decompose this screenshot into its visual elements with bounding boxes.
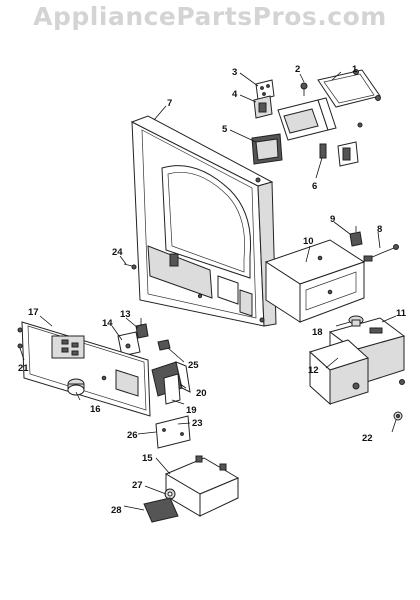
callout-5: 5	[222, 124, 228, 135]
callout-14: 14	[102, 318, 113, 329]
callout-18: 18	[312, 327, 323, 338]
part-22-nut	[393, 411, 403, 421]
part-18-bumper	[348, 315, 364, 327]
callout-24: 24	[112, 247, 123, 258]
site-watermark: AppliancePartsPros.com	[33, 2, 387, 31]
callout-21: 21	[18, 363, 29, 374]
callout-17: 17	[28, 307, 39, 318]
part-17-control-panel	[21, 321, 151, 417]
part-7-front-panel	[130, 115, 277, 327]
part-15-junction-box	[164, 455, 240, 517]
part-8-wire-harness	[363, 244, 399, 262]
callout-12: 12	[308, 365, 319, 376]
callout-28: 28	[111, 505, 122, 516]
callout-13: 13	[120, 309, 131, 320]
part-14-bracket	[117, 331, 141, 357]
callout-26: 26	[127, 430, 138, 441]
callout-4: 4	[232, 89, 238, 100]
part-1-access-plate	[317, 69, 381, 128]
part-25-connector	[157, 339, 171, 351]
callout-19: 19	[186, 405, 197, 416]
part-21-screws	[17, 327, 23, 349]
callout-22: 22	[362, 433, 373, 444]
part-28-cover-plate	[143, 497, 179, 523]
callout-15: 15	[142, 453, 153, 464]
callout-6: 6	[312, 181, 317, 192]
leader-lines	[19, 71, 397, 511]
part-16-knob	[67, 378, 85, 396]
part-4-hinge-bracket	[253, 95, 273, 119]
part-12-housing	[309, 339, 369, 406]
part-26-plate	[155, 415, 191, 449]
part-hinge-right	[337, 141, 359, 167]
callout-9: 9	[330, 214, 335, 225]
callout-23: 23	[192, 418, 203, 429]
callout-3: 3	[232, 67, 237, 78]
part-10-control-bracket	[264, 239, 366, 323]
callout-8: 8	[377, 224, 382, 235]
callout-11: 11	[396, 308, 407, 319]
part-6-hinge-housing	[277, 97, 337, 159]
part-3-hinge	[255, 79, 275, 101]
part-24-screw	[123, 263, 137, 270]
callout-10: 10	[303, 236, 314, 247]
part-2-screw	[300, 82, 308, 96]
part-19-shield	[163, 373, 181, 405]
part-5-window-plate	[251, 133, 283, 165]
callout-1: 1	[352, 64, 358, 75]
callout-27: 27	[132, 480, 143, 491]
callout-2: 2	[295, 64, 300, 75]
callout-16: 16	[90, 404, 101, 415]
part-13-switch	[135, 318, 149, 339]
part-9-clip	[349, 226, 363, 247]
callout-25: 25	[188, 360, 199, 371]
callout-20: 20	[196, 388, 207, 399]
callout-7: 7	[167, 98, 172, 109]
callout-labels: 1 2 3 4 5 6 7 8 9 10 11 12 13 14 15 16 1…	[18, 64, 407, 516]
